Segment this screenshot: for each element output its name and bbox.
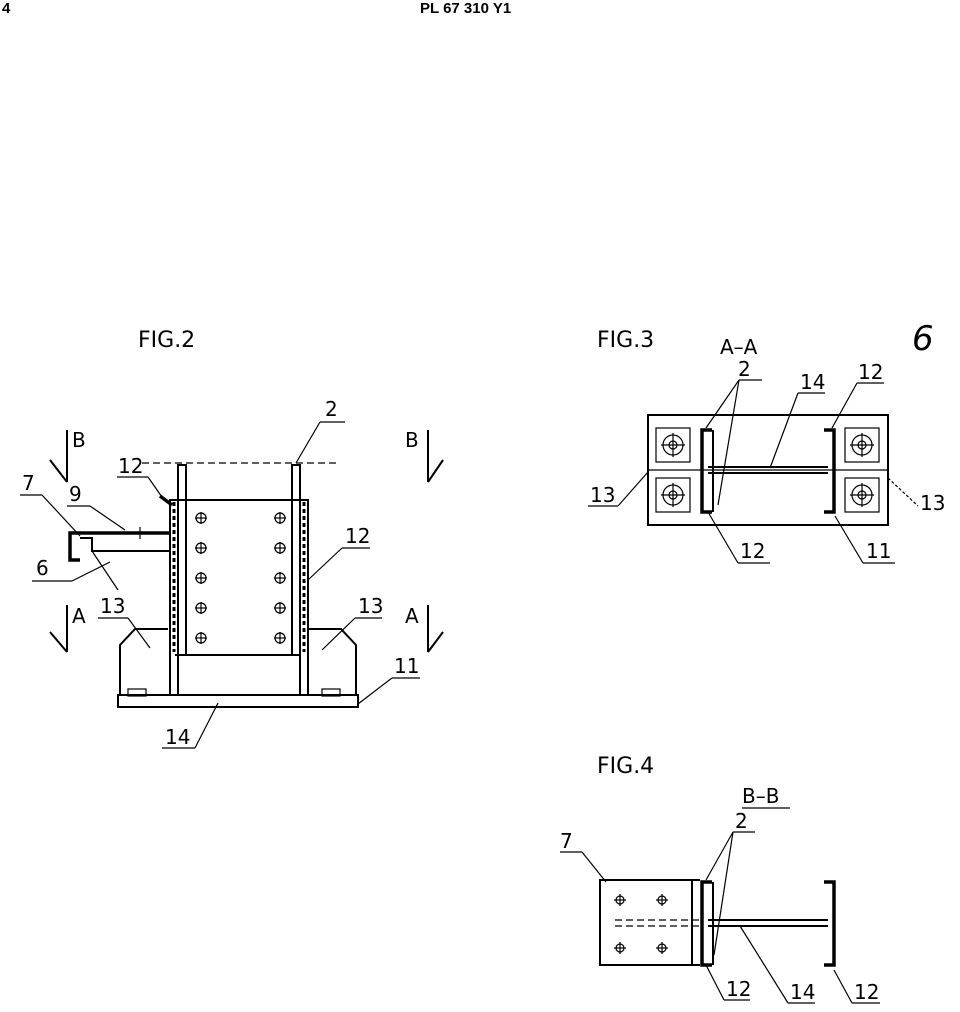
channel-7-plan: [599, 879, 693, 966]
base-plate: [117, 694, 359, 708]
label-2: 2: [738, 357, 751, 381]
section-mark-b: B: [405, 428, 419, 452]
column-flange-right: [299, 499, 309, 696]
label-14: 14: [790, 980, 815, 1004]
label-13: 13: [358, 594, 383, 618]
label-12: 12: [118, 454, 143, 478]
label-12: 12: [854, 980, 879, 1004]
section-mark-b: B: [72, 428, 86, 452]
base-nut: [127, 688, 147, 697]
fig3-title: FIG.3: [597, 328, 654, 353]
fig4-title: FIG.4: [597, 754, 654, 779]
label-9: 9: [69, 482, 82, 506]
sheet-number: 6: [912, 319, 934, 359]
beam-flange-left: [177, 464, 187, 656]
fig2-drawing: FIG.2: [20, 328, 444, 749]
label-11: 11: [866, 539, 891, 563]
fig3-drawing: FIG.3 A–A 2 14 12 13 13 12 11: [588, 328, 945, 564]
label-2: 2: [325, 397, 338, 421]
section-mark-a: A: [405, 604, 419, 628]
label-12: 12: [345, 524, 370, 548]
rib-right: [308, 628, 357, 695]
document-number: PL 67 310 Y1: [420, 0, 512, 17]
label-14: 14: [800, 370, 825, 394]
fig2-title: FIG.2: [138, 328, 195, 353]
label-6: 6: [36, 556, 49, 580]
fig3-section-label: A–A: [720, 335, 758, 359]
label-13: 13: [920, 491, 945, 515]
beam-flange-right: [291, 464, 301, 656]
label-2: 2: [735, 809, 748, 833]
label-7: 7: [22, 471, 35, 495]
fig4-section-label: B–B: [742, 784, 779, 808]
column-flange-left: [169, 499, 179, 696]
fig4-drawing: FIG.4 B–B 7 2 12 14 12: [560, 754, 880, 1004]
label-12: 12: [726, 977, 751, 1001]
rib-left: [119, 628, 168, 695]
section-mark-a: A: [72, 604, 86, 628]
label-7: 7: [560, 829, 573, 853]
label-12: 12: [740, 539, 765, 563]
channel-7: [68, 531, 170, 562]
label-14: 14: [165, 725, 190, 749]
base-nut: [321, 688, 341, 697]
bolt-holes: [195, 512, 286, 644]
label-13: 13: [590, 483, 615, 507]
label-13: 13: [100, 594, 125, 618]
page-number: 4: [2, 0, 11, 17]
label-12: 12: [858, 360, 883, 384]
label-11: 11: [394, 654, 419, 678]
